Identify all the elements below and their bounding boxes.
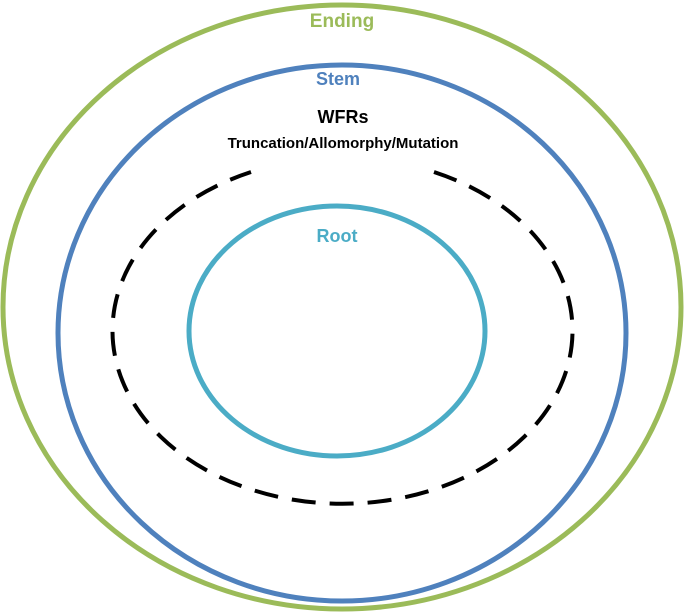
stem-ellipse [55,62,629,604]
stem-label: Stem [316,69,360,89]
root-ellipse [186,203,488,459]
ending-label: Ending [310,11,374,32]
wfrs-sublabel: Truncation/Allomorphy/Mutation [228,135,459,152]
wfrs-dashed-arc [110,170,575,506]
root-label: Root [317,226,358,246]
wfrs-label: WFRs [318,107,369,127]
